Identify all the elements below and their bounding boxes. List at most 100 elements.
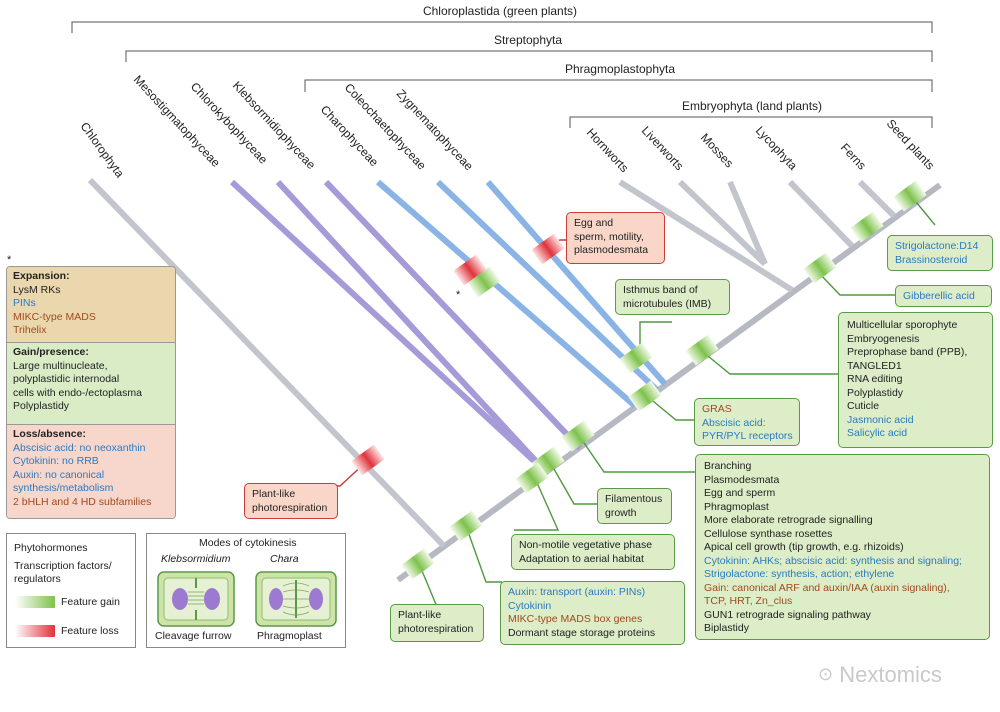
branch-charophyceae xyxy=(376,179,637,409)
box-branching: Branching Plasmodesmata Egg and sperm Ph… xyxy=(695,454,990,640)
box-egg-sperm-loss: Egg and sperm, motility, plasmodesmata xyxy=(566,212,665,264)
box-gibberellic: Gibberellic acid xyxy=(895,285,992,307)
box-line: RNA editing xyxy=(847,373,903,385)
taxon-chlorophyta: Chlorophyta xyxy=(78,120,128,181)
box-line: Egg and sperm xyxy=(704,487,776,499)
summary-asterisk: * xyxy=(7,254,12,266)
box-line: Filamentous xyxy=(605,493,663,505)
gain-marker-nonmotile xyxy=(515,462,549,494)
cytokinesis-title: Modes of cytokinesis xyxy=(199,537,297,549)
branch-mosses xyxy=(727,180,768,266)
loss-item: Auxin: no canonical xyxy=(13,468,105,481)
box-line: Preprophase band (PPB), xyxy=(847,346,968,358)
branch-lycophyta xyxy=(787,179,855,249)
box-line: growth xyxy=(605,506,637,519)
box-line: photorespiration xyxy=(398,622,474,635)
taxon-seed-plants: Seed plants xyxy=(884,116,937,172)
branch-klebsormidiophyceae xyxy=(323,179,583,451)
watermark: ⊙ Nextomics xyxy=(818,662,942,688)
box-line: Isthmus band of xyxy=(623,284,698,296)
box-line: Gibberellic acid xyxy=(903,290,975,302)
box-line: Polyplastidy xyxy=(847,386,904,399)
branch-hornworts xyxy=(618,179,794,293)
connector-filamentous xyxy=(549,461,598,505)
loss-marker-coleochaetophyceae xyxy=(531,233,565,265)
box-line: GRAS xyxy=(702,403,732,415)
branch-liverworts xyxy=(677,179,768,267)
box-line: Plant-like xyxy=(252,488,296,500)
branch-mesostigmatophyceae xyxy=(229,179,549,475)
box-line: Dormant stage storage proteins xyxy=(508,626,656,639)
box-line: Cytokinin: AHKs; abscisic acid: synthesi… xyxy=(704,554,962,567)
box-line: microtubules (IMB) xyxy=(623,297,712,310)
legend-transcription-line1: Transcription factors/ xyxy=(14,560,112,572)
box-line: Salicylic acid xyxy=(847,427,908,439)
taxon-zygnematophyceae: Zygnematophyceae xyxy=(394,86,476,173)
box-line: Cellulose synthase rosettes xyxy=(704,527,833,540)
gain-item: polyplastidic internodal xyxy=(13,373,120,385)
expansion-title: Expansion: xyxy=(13,270,70,282)
box-line: sperm, motility, xyxy=(574,230,644,243)
box-line: Branching xyxy=(704,460,752,472)
taxon-ferns: Ferns xyxy=(838,140,869,172)
clade-embryophyta-label: Embryophyta (land plants) xyxy=(682,99,822,113)
legend-feature-loss: Feature loss xyxy=(61,625,119,637)
wechat-icon: ⊙ xyxy=(818,664,834,684)
clade-chloroplastida-label: Chloroplastida (green plants) xyxy=(423,4,577,18)
watermark-text: Nextomics xyxy=(839,662,942,687)
chara-nucleus-left xyxy=(269,588,283,610)
summary-panel: Expansion: LysM RKs PINs MIKC-type MADS … xyxy=(6,266,176,519)
box-nonmotile: Non-motile vegetative phase Adaptation t… xyxy=(511,534,675,570)
box-line: More elaborate retrograde signalling xyxy=(704,514,873,526)
expansion-item: LysM RKs xyxy=(13,283,61,296)
box-line: Auxin: transport (auxin: PINs) xyxy=(508,586,646,598)
gain-item: cells with endo-/ectoplasma xyxy=(13,386,142,399)
gain-marker-zygnematophyceae xyxy=(619,342,653,374)
expansion-item: MIKC-type MADS xyxy=(13,310,96,323)
charophyceae-asterisk: * xyxy=(456,289,461,301)
bracket-phragmoplastophyta xyxy=(304,79,933,92)
klebsormidium-nucleus-right xyxy=(204,588,220,610)
chara-nucleus-right xyxy=(309,588,323,610)
box-line: Gain: canonical ARF and auxin/IAA (auxin… xyxy=(704,581,950,594)
branch-chlorophyta xyxy=(87,177,447,549)
connector-gras xyxy=(647,396,696,421)
bracket-streptophyta xyxy=(125,50,933,62)
legend-gain-swatch xyxy=(15,596,55,608)
box-line: Biplastidy xyxy=(704,622,749,634)
gain-marker-streptophyta xyxy=(449,510,483,542)
legend-transcription-line2: regulators xyxy=(14,573,61,585)
gain-marker-gibberellic xyxy=(803,252,837,284)
box-line: GUN1 retrograde signaling pathway xyxy=(704,608,871,621)
box-line: Egg and xyxy=(574,217,614,229)
gain-title: Gain/presence: xyxy=(13,346,89,358)
box-multicellular: Multicellular sporophyte Embryogenesis P… xyxy=(838,312,993,448)
gain-marker-embryophyta xyxy=(685,334,719,366)
box-line: Cytokinin xyxy=(508,599,552,612)
connector-multicellular xyxy=(702,351,838,375)
cleavage-furrow-label: Cleavage furrow xyxy=(155,630,232,642)
gain-marker-ferns xyxy=(850,211,884,243)
legend-panel: Phytohormones Transcription factors/ reg… xyxy=(6,533,136,648)
box-line: Abscisic acid: xyxy=(702,416,766,429)
loss-marker-charophyceae xyxy=(453,254,487,286)
loss-title: Loss/absence: xyxy=(13,428,86,440)
taxon-coleochaetophyceae: Coleochaetophyceae xyxy=(342,80,429,172)
loss-item: synthesis/metabolism xyxy=(13,482,114,494)
gain-marker-phragmoplastophyta xyxy=(561,420,595,452)
connector-gibberellic xyxy=(817,271,896,296)
feature-markers xyxy=(351,180,927,580)
cytokinesis-illustrations xyxy=(157,571,337,627)
box-line: TCP, HRT, Zn_clus xyxy=(704,595,793,607)
box-line: Plasmodesmata xyxy=(704,473,780,486)
legend-feature-gain: Feature gain xyxy=(61,596,120,608)
box-line: Strigolactone: synthesis, action; ethyle… xyxy=(704,568,895,580)
taxon-klebsormidiophyceae: Klebsormidiophyceae xyxy=(230,78,319,172)
connector-auxin xyxy=(465,525,502,583)
bracket-embryophyta xyxy=(569,116,933,128)
legend-loss-swatch xyxy=(15,625,55,637)
box-photorespiration-loss: Plant-like photorespiration xyxy=(244,483,338,519)
klebsormidium-nucleus-left xyxy=(172,588,188,610)
branch-coleochaetophyceae xyxy=(435,179,660,393)
